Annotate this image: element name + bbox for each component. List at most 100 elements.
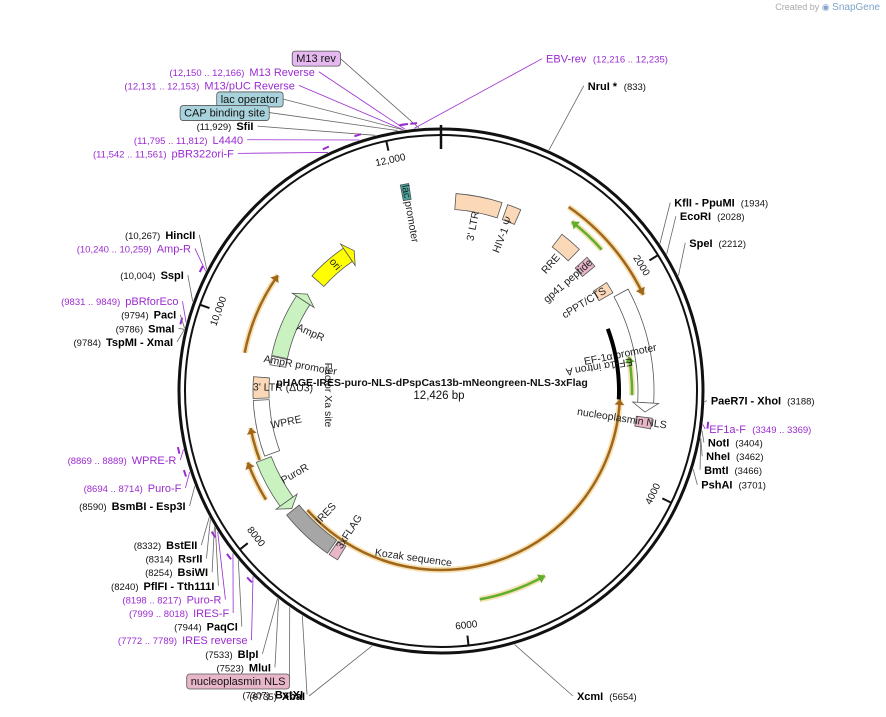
site-label-bmti[interactable]: BmtI(3466) [704,465,762,477]
orf-arrowhead [635,286,645,295]
feature-shape [255,456,294,507]
site-label-kfli-ppumi[interactable]: KflI - PpuMI(1934) [674,198,768,210]
feature-ltr-5[interactable]: 3' LTR (ΔU3) [252,376,313,399]
site-label-xcmi[interactable]: XcmI(5654) [577,691,637,703]
primer-mark [226,553,232,560]
primer-mark [398,123,407,127]
tick-mark [239,542,249,551]
site-coord: (8590) [79,502,106,513]
tick-mark [199,303,210,309]
site-label-mlui[interactable]: MluI(7523) [216,662,270,674]
site-label-paqci[interactable]: PaqCI(7944) [174,622,238,634]
site-name: Amp-R [157,243,191,255]
site-name: CAP binding site [184,108,265,120]
site-label-m13-puc-reverse[interactable]: M13/pUC Reverse(12,131 .. 12,153) [124,80,294,92]
site-name: XbaI [282,691,305,703]
site-label-tspmi-xmai[interactable]: TspMI - XmaI(9784) [74,337,174,349]
site-label-spei[interactable]: SpeI(2212) [689,238,746,250]
site-label-noti[interactable]: NotI(3404) [708,438,763,450]
site-label-xbai[interactable]: XbaI (6735) [249,691,305,703]
site-label-smai[interactable]: SmaI(9786) [116,323,175,335]
site-label-ef1a-f[interactable]: EF1a-F(3349 .. 3369) [709,424,811,436]
site-label-blpi[interactable]: BlpI(7533) [205,649,258,661]
orf-arc [306,399,622,572]
site-name-box [291,50,341,67]
site-coord: (7307) [242,691,269,702]
orf-arcs [241,204,647,603]
orf-arc-halo [241,273,281,354]
leader-line [666,216,677,255]
leader-line [308,645,373,697]
site-coord: (8869 .. 8889) [68,456,127,467]
site-label-l4440[interactable]: L4440(11,795 .. 11,812) [134,135,243,147]
site-label-nucleoplasmin-nls-box[interactable]: nucleoplasmin NLS [186,673,290,690]
site-label-paer7i-xhoi[interactable]: PaeR7I - XhoI(3188) [711,396,815,408]
site-coord: (11,795 .. 11,812) [134,136,208,147]
site-coord: (6735) [249,692,276,703]
site-label-ires-f[interactable]: IRES-F(7999 .. 8018) [129,608,229,620]
site-name: pBRforEco [125,296,178,308]
site-label-m13-reverse[interactable]: M13 Reverse(12,150 .. 12,166) [169,67,314,79]
site-label-nhei[interactable]: NheI(3462) [706,451,763,463]
feature-arrowhead [339,243,356,267]
credit-brand: SnapGene [832,2,880,13]
site-name: BstXI [275,690,303,702]
site-label-bsteii[interactable]: BstEII(8332) [134,540,198,552]
site-label-m13-rev[interactable]: M13 rev [291,50,341,67]
site-name: TspMI - XmaI [106,337,173,349]
leader-line [678,242,686,276]
orf-arc [567,205,645,296]
site-coord: (8254) [145,568,172,579]
site-coord: (7523) [216,663,243,674]
primer-mark [322,145,330,151]
site-label-bstxi[interactable]: BstXI (7307) [242,690,303,702]
site-name: KflI - PpuMI [674,198,735,210]
site-label-ebv-rev[interactable]: EBV-rev(12,216 .. 12,235) [546,54,668,66]
feature-lac-promoter[interactable]: lac promoter [399,183,421,244]
site-name: NotI [708,438,729,450]
feature-ltr-3[interactable]: 3' LTR [454,193,503,242]
feature-ires[interactable]: IRES [286,501,339,554]
site-name: M13/pUC Reverse [204,80,294,92]
site-label-puro-f[interactable]: Puro-F(8694 .. 8714) [84,483,182,495]
site-label-bsmbi-esp3i[interactable]: BsmBI - Esp3I(8590) [79,501,185,513]
site-label-lac-operator[interactable]: lac operator [216,91,284,108]
site-label-paci[interactable]: PacI(9794) [121,310,176,322]
site-name: EF1a-F [709,424,746,436]
site-label-amp-r[interactable]: Amp-R(10,240 .. 10,259) [77,243,191,255]
site-label-ecori[interactable]: EcoRI(2028) [680,211,745,223]
feature-shape [328,540,347,561]
site-label-pshai[interactable]: PshAI(3701) [701,480,766,492]
site-label-cap-binding-site[interactable]: CAP binding site [179,105,270,121]
site-label-rsrii[interactable]: RsrII(8314) [146,554,203,566]
site-name: WPRE-R [132,455,177,467]
orf-arrowhead [571,221,581,230]
site-label-wpre-r[interactable]: WPRE-R (8869 .. 8889) [68,455,177,467]
site-name: lac operator [221,94,279,106]
site-coord: (11,929) [197,122,232,133]
primer-mark [182,469,187,477]
site-label-hincii[interactable]: HincII(10,267) [125,230,195,242]
feature-factor-xa[interactable]: Factor Xa site [322,363,334,428]
site-label-nrui[interactable]: NruI *(833) [588,81,646,93]
feature-ampr-promoter[interactable]: AmpR promoter [263,353,339,378]
site-label-pbr322ori-f[interactable]: pBR322ori-F(11,542 .. 11,561) [93,148,234,160]
site-label-puro-r[interactable]: Puro-R(8198 .. 8217) [122,594,221,606]
site-label-pbrforeco[interactable]: pBRforEco(9831 .. 9849) [61,296,178,308]
site-label-sspi[interactable]: SspI(10,004) [120,270,184,282]
leader-line [257,125,376,136]
site-label-sfii[interactable]: SfiI(11,929) [197,121,254,133]
site-label-bsiwi[interactable]: BsiWI(8254) [145,567,208,579]
feature-wpre[interactable]: WPRE [252,399,303,457]
orf-arrowhead [270,275,279,284]
tick-mark [466,635,470,646]
feature-ampr[interactable]: AmpR [271,292,327,360]
site-label-ires-reverse[interactable]: IRES reverse(7772 .. 7789) [118,635,248,647]
feature-puror[interactable]: PuroR [255,456,311,510]
primer-mark [210,531,217,538]
site-coord: (12,150 .. 12,166) [169,68,244,79]
site-label-pflfi-tth111i[interactable]: PflFI - Tth111I(8240) [111,581,214,593]
feature-label: PuroR [279,461,311,486]
feature-shape [286,504,338,554]
feature-ori[interactable]: ori [311,243,356,288]
